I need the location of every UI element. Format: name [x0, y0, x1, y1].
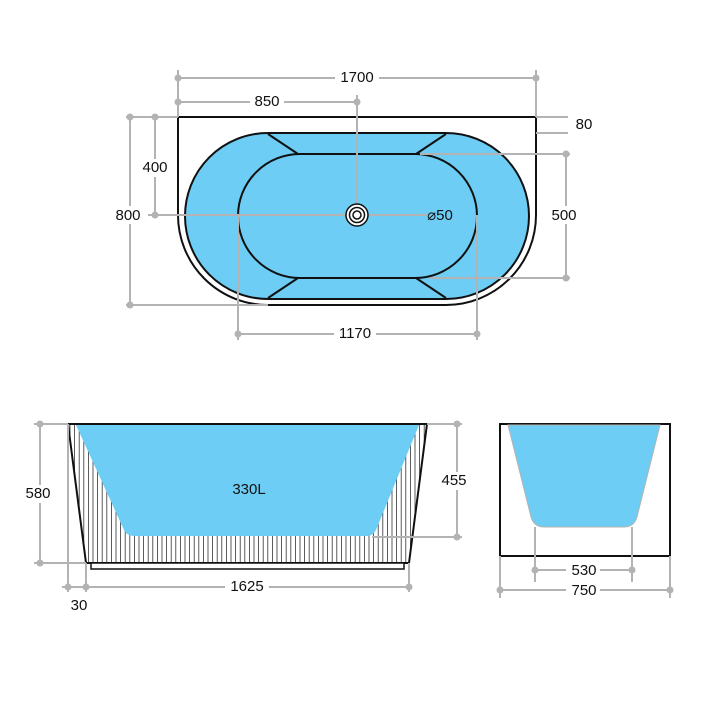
end-water-fill: [507, 424, 661, 528]
label-inner-length: 1170: [339, 325, 371, 342]
end-outline: [499, 423, 671, 557]
label-half-width: 400: [142, 159, 167, 176]
side-view: 580 455 1625 30 330L: [24, 420, 472, 614]
side-water-fill: [76, 425, 419, 536]
side-base-plinth: [90, 562, 405, 570]
top-view: 1700 850 80 500 800 400 1170 ⌀50: [113, 69, 592, 342]
label-end-base-width: 530: [571, 562, 596, 579]
drain-icon: [345, 203, 369, 227]
dimension-dots-side: [36, 420, 461, 591]
tub-outer-outline: [177, 116, 537, 306]
label-offset: 30: [71, 597, 88, 614]
basin-corner-lines: [267, 133, 447, 299]
label-height: 580: [25, 485, 50, 502]
label-overall-width: 800: [115, 207, 140, 224]
label-end-overall-width: 750: [571, 582, 596, 599]
label-overall-length: 1700: [340, 69, 373, 86]
label-base-length: 1625: [230, 578, 263, 595]
label-capacity: 330L: [232, 481, 265, 498]
label-drain-diameter: ⌀50: [427, 207, 453, 224]
label-depth: 455: [441, 472, 466, 489]
label-half-length: 850: [254, 93, 279, 110]
dimension-dots-end: [496, 566, 674, 594]
dimension-dots-top: [126, 74, 570, 338]
label-inner-width: 500: [551, 207, 576, 224]
end-view: 530 750: [496, 423, 674, 599]
label-rim-width: 80: [576, 116, 593, 133]
